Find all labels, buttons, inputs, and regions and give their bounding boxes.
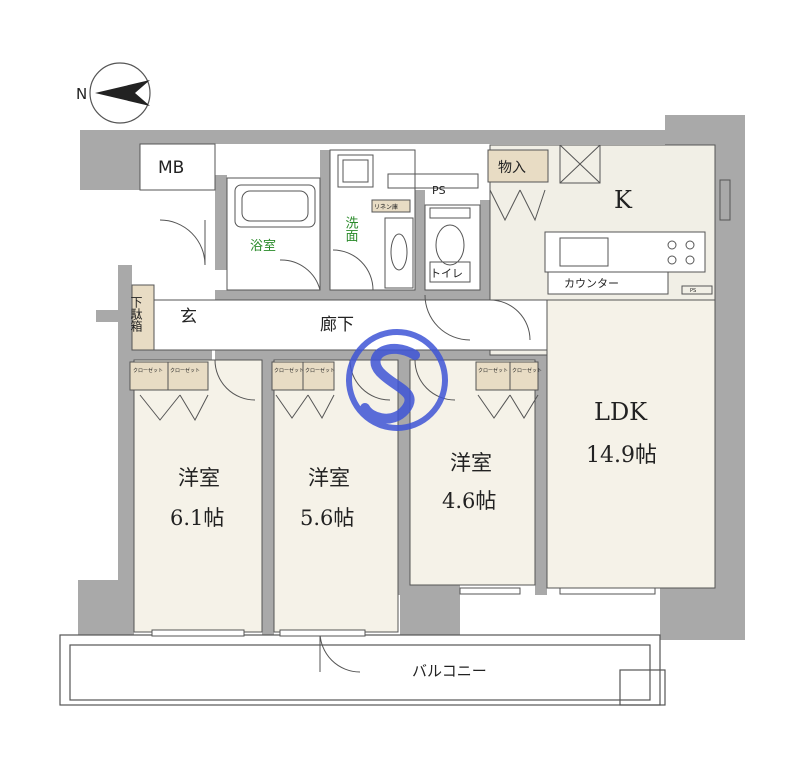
linen-label: リネン庫 (374, 203, 398, 211)
corridor-label: 廊下 (320, 315, 354, 335)
room1-size: 6.1帖 (170, 506, 224, 530)
closets (129, 149, 549, 391)
bath-label: 浴室 (250, 238, 276, 254)
windows (151, 587, 656, 637)
closet-label-2b: クローゼット (305, 367, 335, 374)
room3-name: 洋室 (450, 451, 492, 475)
watermark-logo (346, 329, 448, 431)
compass-arrow-icon (95, 80, 150, 106)
kitchen-label: K (614, 186, 633, 214)
ps-small-label: PS (690, 288, 696, 294)
washroom-label: 洗面 (343, 216, 359, 242)
counter-label: カウンター (564, 277, 619, 290)
floors (131, 143, 716, 633)
shoe-box-label: 下駄箱 (129, 296, 143, 332)
doors (139, 189, 546, 673)
room2-size: 5.6帖 (300, 506, 354, 530)
compass: N (76, 62, 151, 124)
sanitary-fixtures (234, 154, 479, 289)
ldk-name: LDK (594, 398, 648, 426)
closet-label-1a: クローゼット (133, 367, 163, 374)
storage-label: 物入 (498, 160, 526, 176)
balcony-area (59, 634, 666, 706)
closet-label-2a: クローゼット (274, 367, 304, 374)
compass-north-label: N (76, 85, 87, 103)
toilet-label: トイレ (430, 267, 463, 280)
closet-label-3a: クローゼット (478, 367, 508, 374)
closet-label-3b: クローゼット (512, 367, 542, 374)
ps-top-label: PS (432, 184, 446, 197)
walls (78, 115, 745, 640)
balcony-label: バルコニー (412, 662, 487, 680)
closet-label-1b: クローゼット (170, 367, 200, 374)
kitchen-fixtures (544, 144, 731, 295)
ldk-size: 14.9帖 (586, 443, 657, 468)
room3-size: 4.6帖 (442, 489, 496, 513)
entrance-label: 玄 (180, 307, 197, 327)
labels: MB 物入 K PS リネン庫 浴室 洗面 トイレ カウンター PS 下駄箱 玄… (129, 158, 696, 680)
watermark-s-icon (360, 343, 420, 424)
room1-name: 洋室 (178, 466, 220, 490)
mb-label: MB (158, 158, 184, 178)
room2-name: 洋室 (308, 466, 350, 490)
